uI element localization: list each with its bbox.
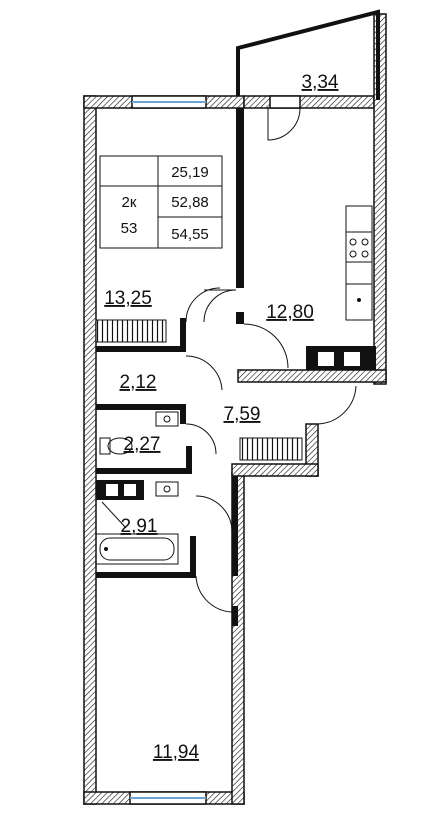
vent-shaft [101,501,127,529]
area-loggia: 3,34 [302,72,339,93]
window-south [129,791,207,805]
washer-fixture [96,480,144,500]
area-living: 25,19 [171,164,209,181]
area-bathroom: 2,91 [121,516,158,537]
summary-table: 2к 53 25,19 52,88 54,55 [99,155,223,249]
door-swings [185,107,357,613]
area-with-balcony: 54,55 [171,226,209,243]
rooms-type: 2к [122,194,137,211]
area-hall: 7,59 [224,404,261,425]
kitchen-radiator [306,346,376,370]
interior-walls [96,108,244,626]
area-kitchen: 12,80 [266,302,314,323]
kitchen-counter [345,205,373,321]
area-room-south: 11,94 [153,742,200,763]
hall-radiator [239,437,303,461]
bathtub [95,533,179,565]
flat-number: 53 [121,220,138,237]
window-bedroom [131,95,207,109]
toilet-fixture [99,411,179,497]
area-toilet: 2,27 [124,434,161,455]
area-storage: 2,12 [120,372,157,393]
area-total: 52,88 [171,194,209,211]
window-kitchen [269,95,301,109]
loggia-outline [236,9,380,100]
bedroom-radiator [95,319,167,343]
area-bedroom: 13,25 [104,288,152,309]
